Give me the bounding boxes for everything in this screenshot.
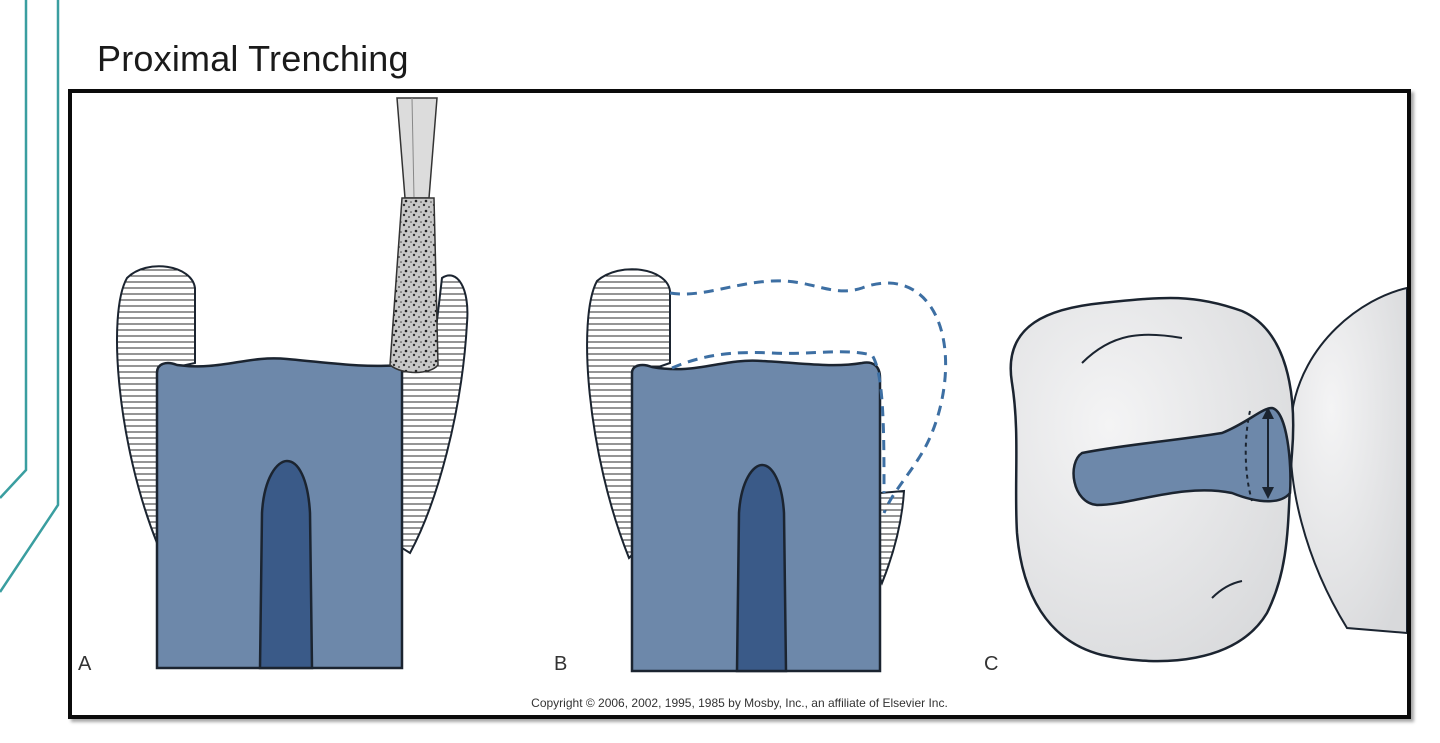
panel-b-diagram: [586, 268, 948, 673]
gingiva-right: [401, 274, 469, 555]
copyright-notice: Copyright © 2006, 2002, 1995, 1985 by Mo…: [531, 696, 948, 710]
panel-label-c: C: [984, 653, 999, 675]
panel-a-diagram: [116, 97, 469, 670]
bur-shank: [396, 97, 438, 199]
figure-frame: A B C Copyright © 2006, 2002, 1995, 1985…: [68, 89, 1411, 719]
pulp-b: [735, 463, 788, 673]
panel-c-diagram: [1009, 286, 1407, 663]
gingiva-right-b: [879, 489, 906, 586]
panel-label-b: B: [554, 653, 568, 675]
slide-title: Proximal Trenching: [97, 38, 409, 79]
diamond-bur: [389, 197, 439, 374]
original-crown-outline: [669, 279, 948, 514]
gingiva-left-b: [586, 268, 671, 560]
proximal-trenching-illustration: [116, 97, 1407, 673]
pulp-a: [258, 459, 314, 670]
panel-label-a: A: [78, 653, 92, 675]
decorative-accent-lines: [0, 0, 60, 593]
trench-outline: [671, 350, 886, 494]
adjacent-tooth: [1289, 286, 1407, 635]
class-ii-preparation: [1072, 406, 1292, 507]
